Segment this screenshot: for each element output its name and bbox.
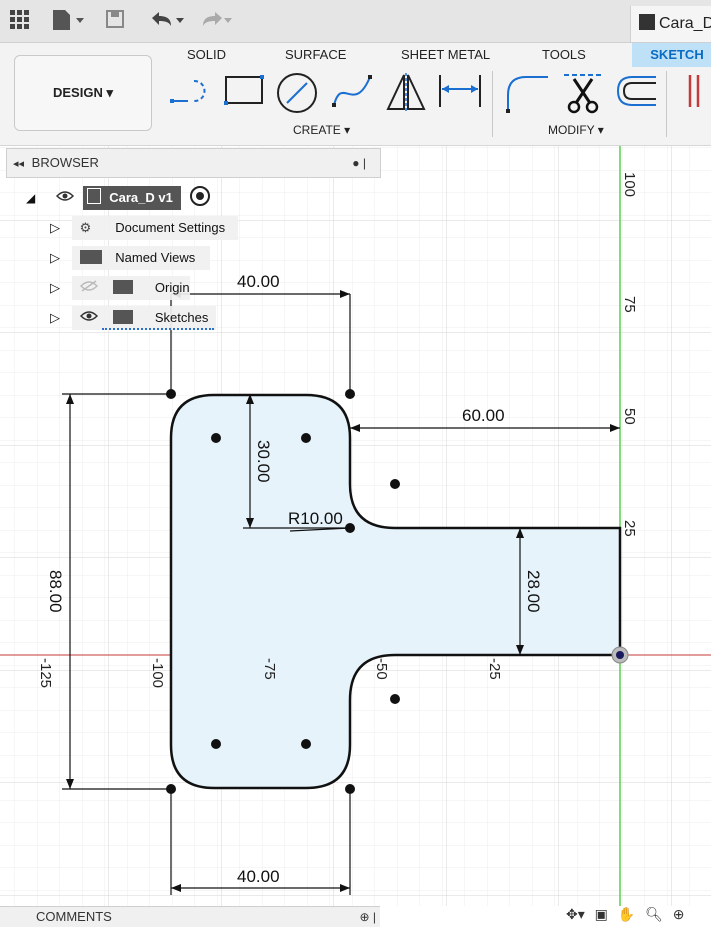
tree-label: Sketches [154,310,209,325]
tree-item-named-views[interactable]: ▷ Named Views [50,246,195,270]
create-group-label: CREATE [293,123,341,137]
x-tick: -50 [373,658,390,680]
component-icon [87,188,102,204]
navigation-bar: ✥▾ ▣ ✋ 🔍︎ ⊕ [558,906,711,926]
tab-solid[interactable]: SOLID [187,47,227,62]
constraint-tool-icon[interactable] [684,71,711,111]
document-title: Cara_D [659,15,711,32]
tree-item-origin[interactable]: ▷ Origin [50,276,190,300]
activate-icon[interactable] [190,186,211,206]
grid-menu-icon[interactable] [8,8,30,34]
root-label: Cara_D v1 [109,190,173,205]
hidden-eye-icon[interactable] [79,276,100,300]
dim-radius[interactable]: R10.00 [288,509,343,528]
create-group[interactable]: CREATE ▾ [293,123,351,137]
tab-tools[interactable]: TOOLS [542,47,586,62]
tab-sketch[interactable]: SKETCH [632,43,711,67]
folder-icon [113,310,134,324]
quick-access-bar: Cara_D [0,0,711,43]
y-tick: 50 [621,408,638,425]
workspace-label: DESIGN [53,85,103,100]
selection-underline [102,326,214,330]
browser-header[interactable]: ◂◂ BROWSER ● | [6,148,381,178]
browser-title: BROWSER [31,155,99,170]
file-icon[interactable] [50,8,86,34]
fit-icon[interactable]: ⊕ [672,906,685,922]
folder-icon [79,250,102,264]
gear-icon: ⚙ [79,220,92,235]
x-tick: -100 [149,658,166,688]
save-icon[interactable] [104,8,126,34]
tab-sheet-metal[interactable]: SHEET METAL [401,47,491,62]
sketch-points[interactable] [166,389,400,794]
x-tick: -75 [261,658,278,680]
tab-surface[interactable]: SURFACE [285,47,347,62]
sketch-profile[interactable] [169,393,622,790]
expand-icon[interactable]: ▷ [50,280,60,295]
document-tab[interactable]: Cara_D [630,6,711,42]
offset-tool-icon[interactable] [612,71,658,111]
ribbon: SOLID SURFACE SHEET METAL TOOLS SKETCH D… [0,43,711,146]
trim-tool-icon[interactable] [560,71,606,115]
eye-icon[interactable] [55,186,76,210]
comments-label: COMMENTS [36,909,112,924]
sketch-canvas[interactable]: 40.00 40.00 60.00 R10.00 30.00 28.00 88.… [0,146,711,906]
expand-icon[interactable]: ▷ [50,310,60,325]
redo-icon[interactable] [196,8,234,34]
spline-tool-icon[interactable] [330,71,376,111]
expand-icon[interactable]: ◢ [26,191,36,205]
eye-icon[interactable] [79,306,100,330]
rectangle-tool-icon[interactable] [222,71,266,111]
y-tick: 25 [621,520,638,537]
tree-root[interactable]: ◢ Cara_D v1 [26,186,211,210]
dimension-tool-icon[interactable] [436,71,484,111]
y-tick: 75 [621,296,638,313]
collapse-icon[interactable]: ◂◂ [13,158,25,170]
look-at-icon[interactable]: ▣ [594,906,608,922]
component-icon [639,14,655,30]
root-component[interactable]: Cara_D v1 [83,186,181,210]
dim-top-leg[interactable]: 30.00 [254,440,273,483]
comments-bar[interactable]: COMMENTS ⊕ | [0,906,380,927]
undo-icon[interactable] [148,8,186,34]
tree-item-document-settings[interactable]: ▷ ⚙ Document Settings [50,216,225,240]
mirror-tool-icon[interactable] [384,71,428,115]
y-tick: 100 [621,172,638,197]
dim-top-width[interactable]: 40.00 [237,272,280,291]
design-workspace-button[interactable]: DESIGN ▾ [14,55,152,131]
pan-icon[interactable]: ✋ [617,906,636,922]
dim-arm-length[interactable]: 60.00 [462,406,505,425]
x-tick: -125 [37,658,54,688]
line-tool-icon[interactable] [168,71,214,111]
expand-icon[interactable]: ▷ [50,220,60,235]
add-comment-icon[interactable]: ⊕ | [359,910,376,924]
dim-arm-height[interactable]: 28.00 [524,570,543,613]
orbit-icon[interactable]: ✥▾ [566,906,585,922]
tree-item-sketches[interactable]: ▷ Sketches [50,306,208,330]
modify-group[interactable]: MODIFY ▾ [548,123,604,137]
panel-options-icon[interactable]: ● | [352,156,366,170]
tree-label: Origin [154,280,190,295]
tree-label: Named Views [115,250,196,265]
ribbon-separator [492,71,493,137]
circle-tool-icon[interactable] [274,71,320,115]
folder-icon [113,280,134,294]
dim-bottom-width[interactable]: 40.00 [237,867,280,886]
expand-icon[interactable]: ▷ [50,250,60,265]
x-tick: -25 [486,658,503,680]
fillet-tool-icon[interactable] [504,71,550,115]
ribbon-separator [666,71,667,137]
dim-overall-height[interactable]: 88.00 [46,570,65,613]
zoom-icon[interactable]: 🔍︎ [645,906,663,922]
axis-tick-labels: -125 -100 -75 -50 -25 100 75 50 25 [37,172,638,688]
modify-group-label: MODIFY [548,123,595,137]
tree-label: Document Settings [115,220,226,235]
